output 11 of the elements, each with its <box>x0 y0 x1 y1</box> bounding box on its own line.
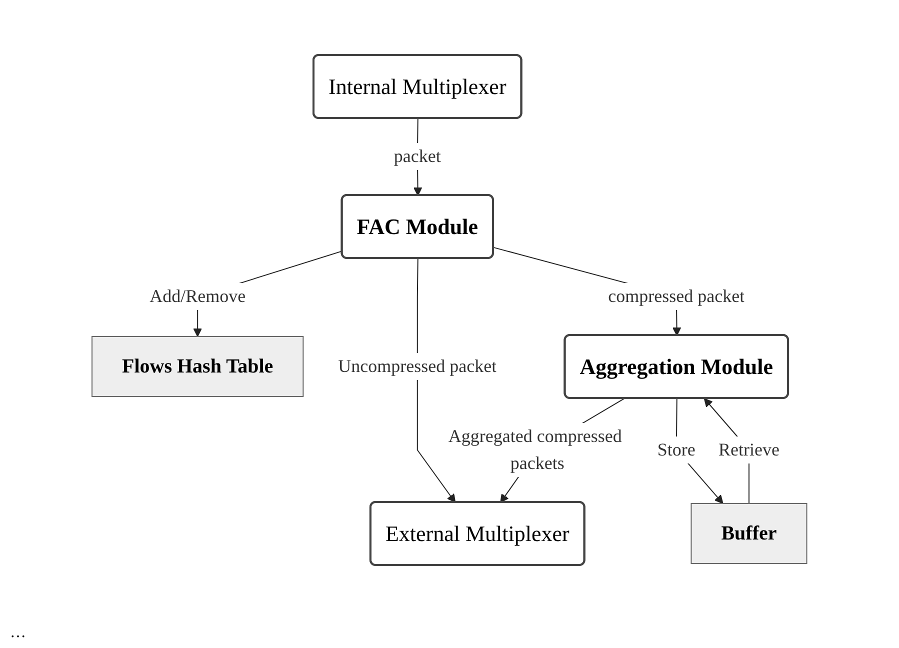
edge-label: compressed packet <box>608 286 745 306</box>
edge-label: Store <box>657 439 696 460</box>
node-box: Flows Hash Table <box>92 336 304 397</box>
node-box: Buffer <box>690 502 808 564</box>
edge-label: Aggregated compressed packets <box>448 426 622 473</box>
edge-label: Uncompressed packet <box>338 356 497 376</box>
ellipsis-note: … <box>10 624 26 641</box>
edge-label: packet <box>394 146 441 166</box>
edge-label: Add/Remove <box>150 286 246 306</box>
arrow <box>417 258 456 503</box>
edge-label: Retrieve <box>718 439 780 460</box>
